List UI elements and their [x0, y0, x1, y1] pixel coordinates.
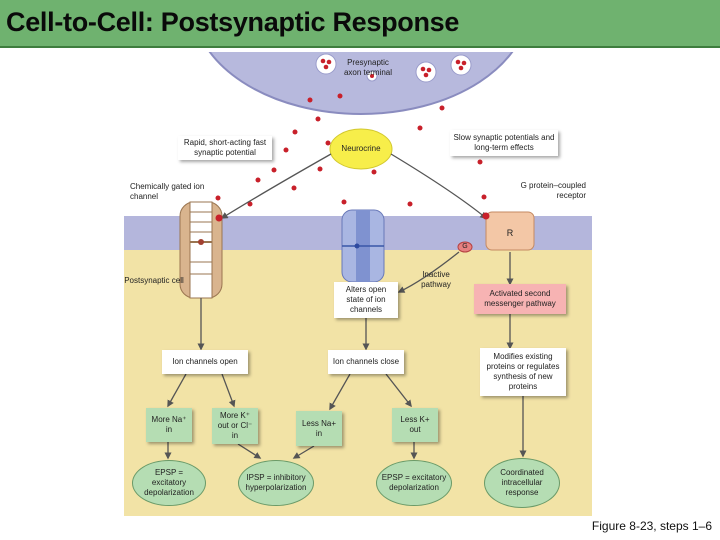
- gpcr-graphic: [457, 211, 535, 253]
- diagram-panel: Presynaptic axon terminal Rapid, short-a…: [124, 52, 592, 516]
- label-gprotein: G protein–coupled receptor: [520, 181, 586, 200]
- arrow-open-to-more-k: [221, 373, 236, 408]
- central-ion-channel-graphic: [341, 209, 385, 283]
- label-presynaptic: Presynaptic axon terminal: [343, 58, 393, 77]
- label-inactive: Inactive pathway: [421, 270, 451, 289]
- label-R: R: [506, 228, 514, 238]
- arrow-gprotein-to-alters: [397, 251, 460, 293]
- box-more-k: More K⁺ out or Cl⁻ in: [212, 408, 258, 444]
- label-slow: Slow synaptic potentials and long-term e…: [450, 130, 558, 156]
- oval-epsp-right: EPSP = excitatory depolarization: [376, 460, 452, 506]
- box-activated: Activated second messenger pathway: [474, 284, 566, 314]
- presynaptic-terminal: [208, 52, 514, 115]
- box-alters: Alters open state of ion channels: [334, 282, 398, 318]
- arrow-close-to-less-k: [385, 373, 412, 408]
- arrow-to-chemical-channel: [220, 153, 332, 219]
- box-less-na: Less Na+ in: [296, 411, 342, 446]
- page-title: Cell-to-Cell: Postsynaptic Response: [6, 7, 460, 37]
- arrow-close-to-less-na: [329, 373, 351, 411]
- box-modifies: Modifies existing proteins or regulates …: [480, 348, 566, 396]
- label-postsynaptic: Postsynaptic cell: [124, 276, 184, 285]
- arrow-to-gpcr: [390, 153, 488, 219]
- box-less-k: Less K+ out: [392, 408, 438, 442]
- oval-ipsp: IPSP = inhibitory hyperpolarization: [238, 460, 314, 506]
- arrow-open-to-more-na: [167, 373, 187, 408]
- label-G: G: [462, 243, 468, 250]
- figure-caption: Figure 8-23, steps 1–6: [591, 519, 712, 533]
- synaptic-vesicles: [315, 53, 472, 83]
- box-more-na: More Na⁺ in: [146, 408, 192, 442]
- box-channels-open: Ion channels open: [162, 350, 248, 374]
- chemically-gated-channel-graphic: [179, 201, 223, 299]
- arrow-less-na-to-ipsp: [292, 445, 315, 459]
- label-neurocrine: Neurocrine: [341, 144, 381, 153]
- arrow-more-k-to-ipsp: [237, 443, 262, 459]
- title-bar: Cell-to-Cell: Postsynaptic Response: [0, 0, 720, 48]
- label-chem-channel: Chemically gated ion channel: [130, 182, 205, 201]
- box-channels-close: Ion channels close: [328, 350, 404, 374]
- neurocrine-oval: [329, 128, 393, 170]
- label-rapid: Rapid, short-acting fast synaptic potent…: [178, 136, 272, 160]
- oval-epsp-left: EPSP = excitatory depolarization: [132, 460, 206, 506]
- oval-coordinated: Coordinated intracellular response: [484, 458, 560, 508]
